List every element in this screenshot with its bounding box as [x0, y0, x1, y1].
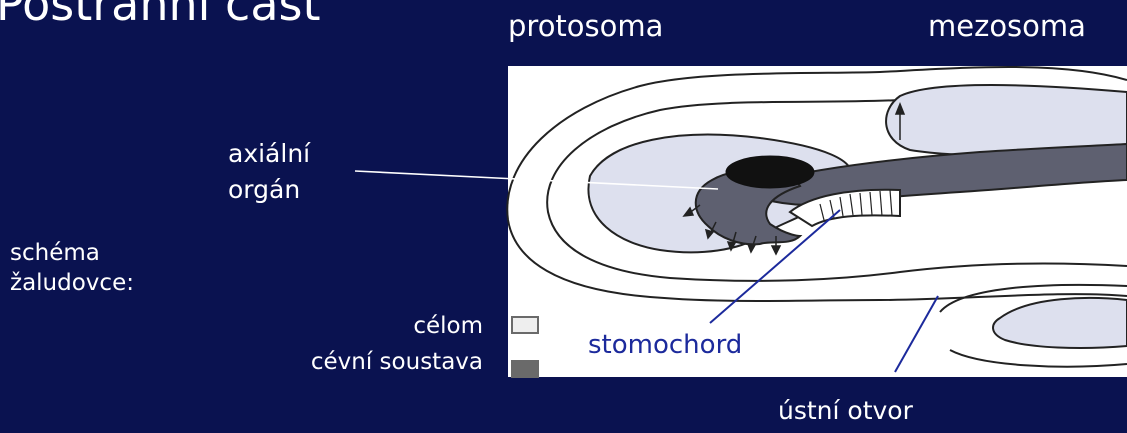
axial-line2: orgán: [228, 172, 310, 208]
schema-label: schéma žaludovce:: [10, 238, 134, 298]
mouth-leader-line: [895, 296, 938, 372]
legend-celom-label: célom: [385, 313, 483, 339]
legend-cevni-swatch: [511, 360, 539, 378]
schema-line2: žaludovce:: [10, 268, 134, 298]
metasoma-coelom: [993, 298, 1127, 348]
lower-contour-2: [950, 350, 1127, 367]
legend-cevni-label: cévní soustava: [245, 349, 483, 375]
legend-celom-swatch: [511, 316, 539, 334]
stomochord-label: stomochord: [588, 331, 742, 361]
axial-organ-label: axiální orgán: [228, 136, 310, 208]
mouth-opening-label: ústní otvor: [778, 397, 913, 426]
schema-line1: schéma: [10, 238, 134, 268]
axial-line1: axiální: [228, 136, 310, 172]
heart-vesicle: [726, 156, 814, 188]
